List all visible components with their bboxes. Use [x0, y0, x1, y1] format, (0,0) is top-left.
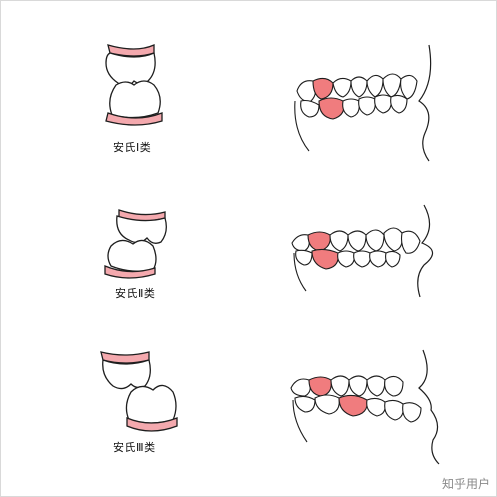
- lower-gum: [104, 265, 156, 279]
- upper-teeth-row: [296, 73, 418, 102]
- upper-teeth-row: [290, 375, 404, 397]
- face-profile: [418, 44, 432, 162]
- face-profile: [417, 204, 434, 298]
- lower-gum: [105, 112, 163, 126]
- class3-molar-closeup: [100, 351, 178, 432]
- jaw-line: [292, 399, 308, 443]
- watermark: 知乎用户: [441, 477, 490, 491]
- jaw-line: [293, 252, 307, 292]
- lower-molar: [107, 239, 157, 272]
- upper-molar: [102, 359, 151, 390]
- upper-molar: [105, 52, 156, 87]
- face-profile: [418, 349, 440, 465]
- lower-molar: [109, 80, 161, 119]
- class2-molar-closeup: [104, 209, 167, 279]
- lower-gum: [126, 417, 178, 432]
- class3-label: 安氏Ⅲ类: [113, 441, 156, 454]
- class2-arch-profile: [291, 204, 434, 298]
- class2-label: 安氏Ⅱ类: [115, 287, 156, 300]
- lower-teeth-row: [294, 394, 422, 423]
- class1-label: 安氏Ⅰ类: [113, 141, 152, 154]
- lower-teeth-row: [295, 248, 401, 270]
- lower-molar: [125, 384, 177, 424]
- lower-teeth-row: [300, 94, 408, 120]
- class3-arch-profile: [290, 349, 440, 465]
- jaw-line: [294, 100, 310, 152]
- class1-molar-closeup: [105, 44, 163, 126]
- upper-teeth-row: [291, 227, 421, 254]
- class1-arch-profile: [294, 44, 432, 162]
- upper-molar: [116, 215, 167, 244]
